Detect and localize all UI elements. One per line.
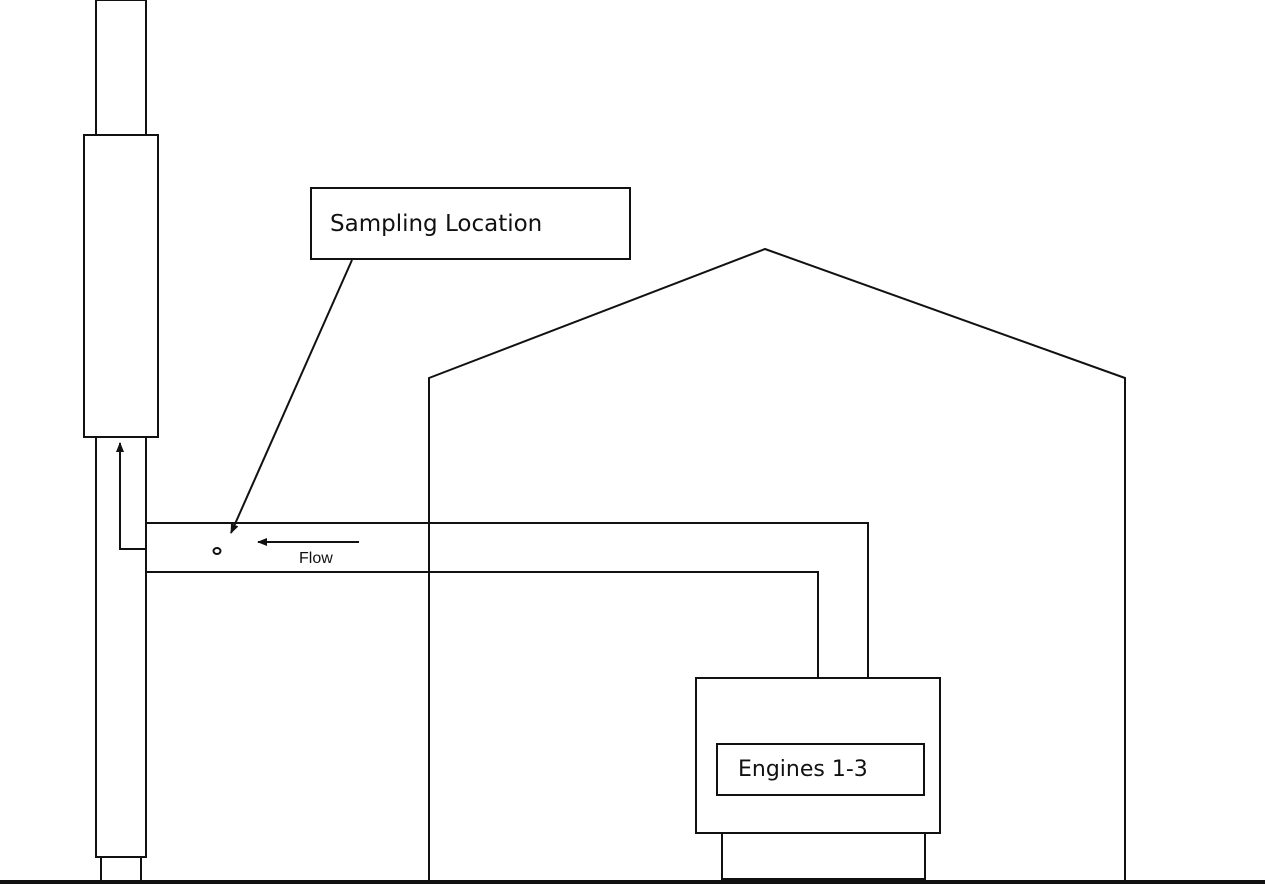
sampling-callout-arrow (230, 259, 353, 534)
stack-upper-section (95, 0, 147, 136)
sampling-location-label: Sampling Location (310, 187, 631, 260)
sampling-port (212, 547, 222, 555)
flow-label: Flow (299, 550, 333, 567)
engines-label: Engines 1-3 (716, 743, 925, 796)
exhaust-duct (146, 522, 869, 678)
duct-upper-wall (146, 522, 869, 678)
stack-base (100, 856, 142, 882)
stack-silencer (83, 134, 159, 438)
engine-base (721, 832, 926, 880)
duct-lower-wall (146, 571, 819, 678)
stack-flow-arrow (116, 442, 146, 550)
exhaust-stack (83, 0, 159, 882)
engine-building-outline (428, 247, 1126, 880)
